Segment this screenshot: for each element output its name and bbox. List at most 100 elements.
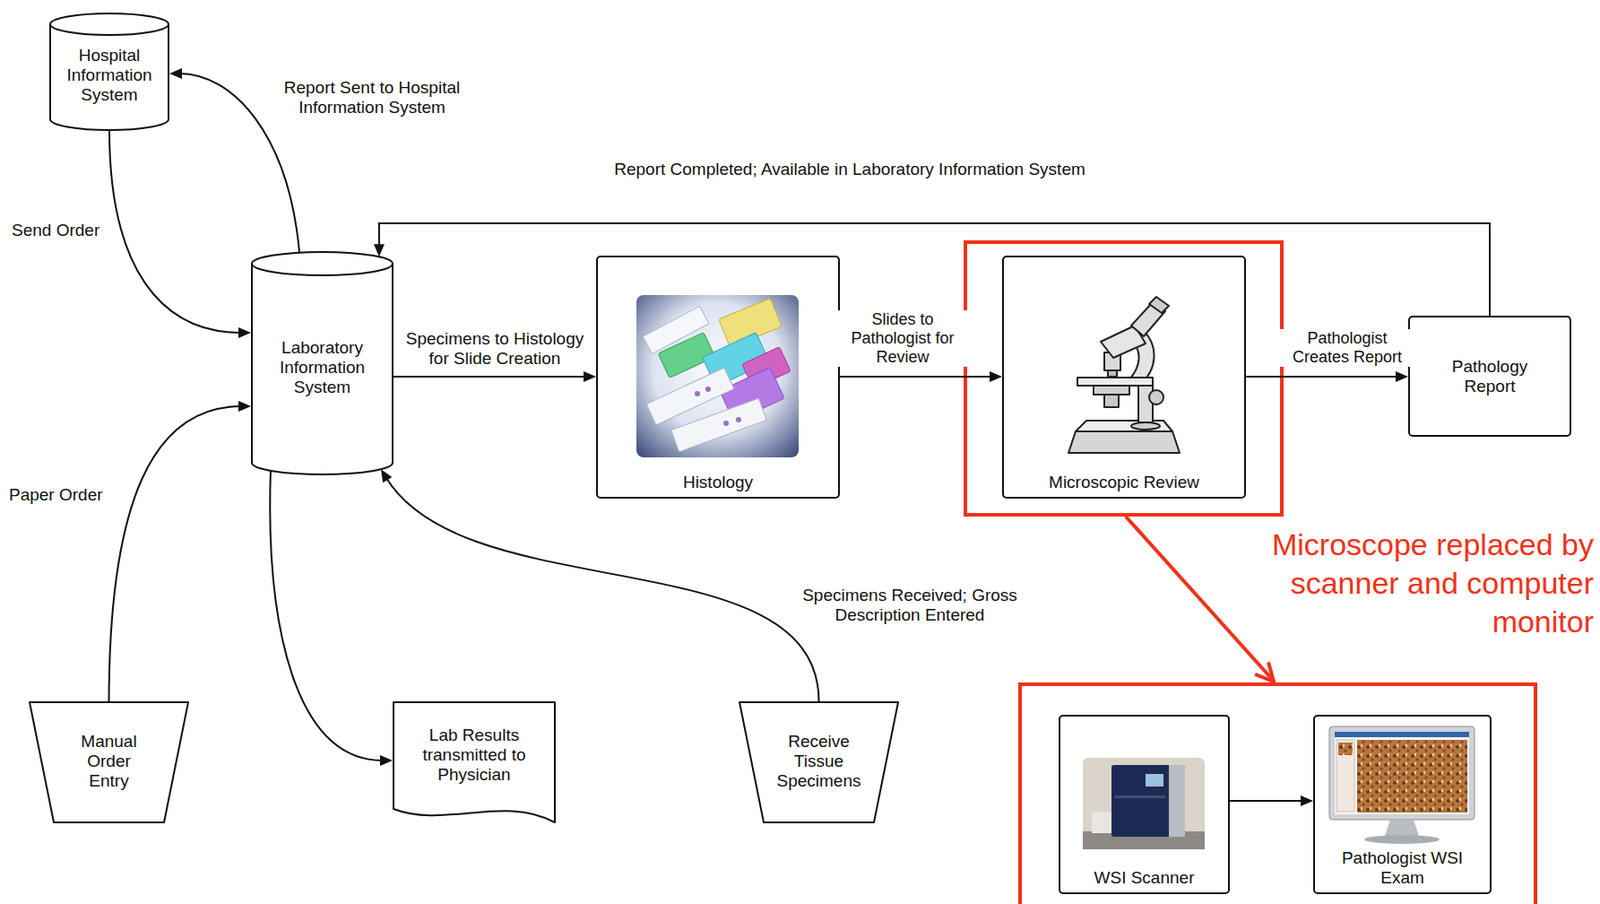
connector bbox=[109, 129, 251, 338]
node-label: Receive Tissue Specimens bbox=[769, 731, 869, 791]
connector-line bbox=[386, 477, 820, 701]
database-cylinder: Laboratory Information System bbox=[250, 250, 394, 476]
scanner-display bbox=[1145, 773, 1164, 787]
process-box: Pathology Report bbox=[1408, 315, 1572, 437]
database-cylinder: Hospital Information System bbox=[49, 12, 170, 131]
photo-ground bbox=[636, 294, 799, 458]
arrowhead bbox=[380, 468, 392, 483]
process-box: Microscopic Review bbox=[1002, 255, 1246, 499]
microscope-condenser bbox=[1104, 394, 1119, 407]
connector bbox=[393, 371, 597, 382]
scanner-seam bbox=[1115, 795, 1166, 798]
connector-line bbox=[109, 129, 242, 333]
monitor-screen bbox=[1334, 731, 1470, 814]
node-label: Histology bbox=[683, 472, 753, 493]
connector-line bbox=[1229, 799, 1304, 802]
trapezoid-outline bbox=[29, 701, 189, 822]
cylinder-body bbox=[251, 263, 393, 475]
node-label: Hospital Information System bbox=[56, 45, 163, 105]
window-title-bar bbox=[1334, 731, 1470, 737]
highlight-frame bbox=[965, 242, 1282, 515]
monitor-stand bbox=[1364, 834, 1440, 844]
monitor-neck bbox=[1384, 819, 1419, 836]
node-label: Manual Order Entry bbox=[69, 731, 150, 791]
cylinder-top bbox=[50, 13, 169, 35]
node-label: WSI Scanner bbox=[1094, 867, 1195, 888]
connector bbox=[373, 223, 1490, 316]
edge-label: Pathologist Creates Report bbox=[1278, 328, 1417, 367]
arrowhead bbox=[380, 754, 393, 766]
microscope-eyepiece bbox=[1149, 296, 1169, 313]
tissue-spot bbox=[723, 420, 729, 426]
tissue-spot bbox=[735, 416, 742, 423]
connector-line bbox=[269, 470, 383, 761]
edge-label: Report Sent to Hospital Information Syst… bbox=[262, 77, 482, 118]
slide-image bbox=[1357, 739, 1468, 813]
node-label: Lab Results transmitted to Physician bbox=[411, 725, 537, 785]
tissue-spot bbox=[694, 390, 701, 397]
arrowhead bbox=[238, 400, 251, 412]
document-outline bbox=[393, 701, 555, 822]
callout-note: Microscope replaced by scanner and compu… bbox=[1235, 525, 1594, 641]
manual-input-trapezoid: Receive Tissue Specimens bbox=[738, 700, 900, 823]
histology-photo bbox=[636, 294, 799, 458]
node-label: Microscopic Review bbox=[1048, 472, 1200, 493]
arrowhead bbox=[169, 68, 182, 79]
scanner-photo bbox=[1082, 757, 1205, 849]
connector bbox=[380, 468, 819, 701]
connector-line bbox=[1245, 375, 1399, 378]
monitor-drawing bbox=[1329, 726, 1475, 844]
highlight-frame bbox=[1020, 683, 1536, 904]
cylinder-top bbox=[251, 251, 393, 276]
microscope-substage bbox=[1093, 385, 1130, 395]
cylinder-body bbox=[50, 24, 169, 130]
connector bbox=[269, 470, 393, 766]
arrowhead bbox=[583, 371, 597, 382]
connector bbox=[1229, 795, 1314, 806]
edge-label: Specimens Received; Gross Description En… bbox=[794, 585, 1027, 625]
thumbnail-panel bbox=[1336, 739, 1355, 812]
edge-label: Report Completed; Available in Laborator… bbox=[612, 159, 1088, 180]
connector bbox=[839, 371, 1003, 382]
microscope-foot bbox=[1131, 422, 1160, 430]
microscope-base bbox=[1068, 431, 1180, 453]
node-label: Pathologist WSI Exam bbox=[1331, 847, 1475, 888]
node-label: Laboratory Information System bbox=[268, 337, 378, 398]
connector bbox=[1245, 371, 1409, 382]
monitor-bezel bbox=[1329, 726, 1475, 820]
microscope-stage bbox=[1077, 377, 1153, 386]
trapezoid-outline bbox=[739, 701, 899, 822]
callout-arrow bbox=[1125, 516, 1272, 678]
edge-label: Slides to Pathologist for Review bbox=[838, 310, 968, 367]
edge-label: Specimens to Histology for Slide Creatio… bbox=[394, 328, 596, 369]
connector-line bbox=[379, 223, 1490, 316]
slide-thumbnail bbox=[1338, 742, 1353, 755]
arrowhead bbox=[373, 243, 385, 257]
connector-line bbox=[109, 406, 243, 701]
connector bbox=[109, 400, 252, 701]
glass-slide bbox=[671, 397, 768, 452]
arrowhead bbox=[989, 371, 1003, 382]
scanner-side-panel bbox=[1168, 764, 1185, 837]
edge-label: Send Order bbox=[9, 220, 102, 241]
process-box: Pathologist WSI Exam bbox=[1313, 714, 1492, 894]
paper-stack bbox=[1091, 811, 1112, 833]
manual-input-trapezoid: Manual Order Entry bbox=[28, 700, 190, 823]
tissue-spot bbox=[705, 386, 711, 392]
microscope-base-top bbox=[1075, 420, 1173, 432]
microscope-knob bbox=[1149, 389, 1164, 405]
microscope-lens bbox=[1107, 370, 1117, 377]
arrowhead bbox=[238, 327, 251, 338]
process-box: WSI Scanner bbox=[1058, 714, 1230, 894]
connector-line bbox=[839, 375, 993, 378]
callout-arrowhead bbox=[1254, 661, 1274, 682]
document-shape: Lab Results transmitted to Physician bbox=[392, 700, 556, 823]
microscope-drawing bbox=[1068, 296, 1180, 453]
edge-label: Paper Order bbox=[7, 484, 105, 505]
connector-line bbox=[393, 375, 587, 378]
node-label: Pathology Report bbox=[1435, 356, 1544, 397]
photo-ground bbox=[1082, 757, 1205, 849]
process-box: Histology bbox=[596, 255, 840, 499]
arrowhead bbox=[1300, 795, 1314, 806]
